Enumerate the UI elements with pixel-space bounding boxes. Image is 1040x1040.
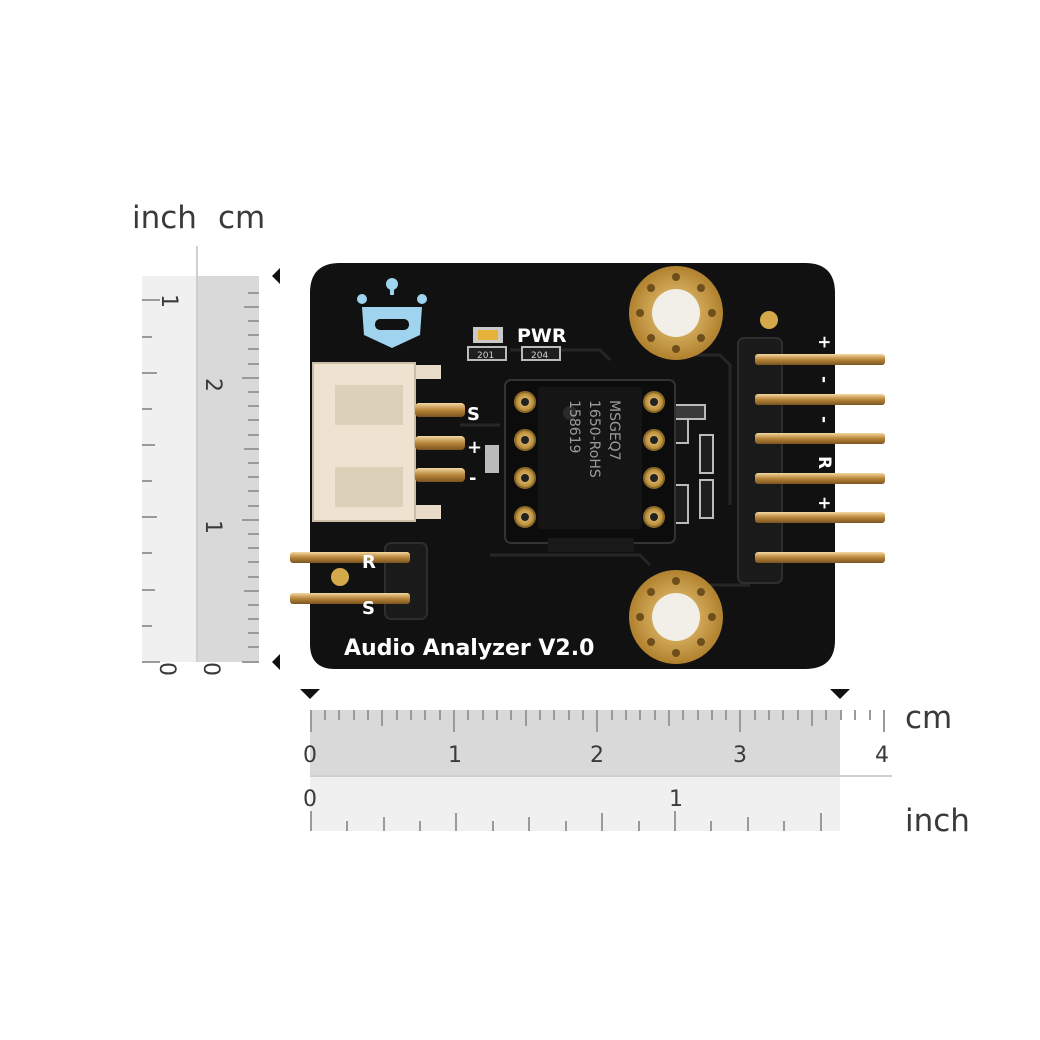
cm-h-label-1: 1 bbox=[448, 743, 462, 768]
inch-h-label-1: 1 bbox=[669, 787, 683, 812]
inch-ticks bbox=[142, 299, 160, 663]
right-pin-5: + bbox=[814, 496, 834, 510]
horizontal-ruler: 0 1 2 3 4 0 1 bbox=[300, 689, 892, 831]
chip-line-2: 1650-RoHS bbox=[586, 400, 602, 478]
mounting-hole-bottom bbox=[629, 570, 723, 664]
svg-text:201: 201 bbox=[477, 351, 494, 361]
inch-tick-label-1: 1 bbox=[156, 294, 181, 308]
resistor-221 bbox=[699, 434, 714, 474]
bottom-marker-icon bbox=[272, 654, 280, 670]
resistor-204 bbox=[521, 346, 561, 361]
cm-h-label-0: 0 bbox=[303, 743, 317, 768]
connector-pin-plus: + bbox=[467, 437, 482, 458]
pwr-label: PWR bbox=[517, 325, 567, 347]
left-cm-unit-label: cm bbox=[218, 200, 266, 236]
resistor-201 bbox=[467, 346, 507, 361]
chip-line-1: MSGEQ7 bbox=[606, 400, 622, 461]
inch-tick-label-0: 0 bbox=[154, 662, 179, 676]
left-inch-unit-label: inch bbox=[132, 200, 197, 236]
cm-tick-label-1: 1 bbox=[200, 520, 225, 534]
resistor-223 bbox=[699, 479, 714, 519]
right-pin-4: R bbox=[814, 456, 834, 469]
inch-h-label-0: 0 bbox=[303, 787, 317, 812]
robot-logo-icon bbox=[357, 278, 427, 348]
msgeq7-chip bbox=[538, 387, 642, 529]
via-pad-left bbox=[331, 568, 349, 586]
left-header-pin-s: S bbox=[362, 598, 375, 619]
pcb-board-image: PWR 201 204 MSGEQ7 1650-RoHS 158619 S + … bbox=[290, 263, 885, 669]
connector-pin-s: S bbox=[467, 404, 480, 425]
mounting-hole-top bbox=[629, 266, 723, 360]
via-pad bbox=[760, 311, 778, 329]
cm-h-label-4: 4 bbox=[875, 743, 889, 768]
right-marker-icon bbox=[830, 689, 850, 699]
cm-tick-label-2: 2 bbox=[200, 378, 225, 392]
inch-ticks-h bbox=[310, 811, 822, 831]
cm-h-label-2: 2 bbox=[590, 743, 604, 768]
right-pin-1: + bbox=[814, 335, 834, 349]
connector-pin-minus: - bbox=[469, 468, 476, 489]
top-marker-icon bbox=[272, 268, 280, 284]
right-header bbox=[737, 337, 783, 584]
board-name: Audio Analyzer V2.0 bbox=[344, 636, 594, 661]
svg-text:204: 204 bbox=[531, 351, 548, 361]
bottom-inch-unit-label: inch bbox=[905, 803, 970, 839]
cm-strip bbox=[197, 276, 259, 662]
inch-strip-h bbox=[310, 776, 840, 831]
jst-connector bbox=[312, 362, 441, 522]
cm-tick-label-0: 0 bbox=[198, 662, 223, 676]
right-pin-3: - bbox=[814, 416, 834, 423]
bottom-cm-unit-label: cm bbox=[905, 700, 953, 736]
vertical-ruler: 0 1 0 1 2 bbox=[142, 246, 280, 676]
cm-ticks bbox=[242, 292, 259, 663]
left-header-pin-r: R bbox=[362, 552, 376, 573]
right-pin-2: - bbox=[814, 376, 834, 383]
chip-line-3: 158619 bbox=[566, 400, 582, 453]
cm-strip-h bbox=[310, 710, 840, 776]
cm-ticks-h bbox=[310, 710, 885, 732]
left-marker-icon bbox=[300, 689, 320, 699]
cm-h-label-3: 3 bbox=[733, 743, 747, 768]
inch-strip bbox=[142, 276, 197, 662]
